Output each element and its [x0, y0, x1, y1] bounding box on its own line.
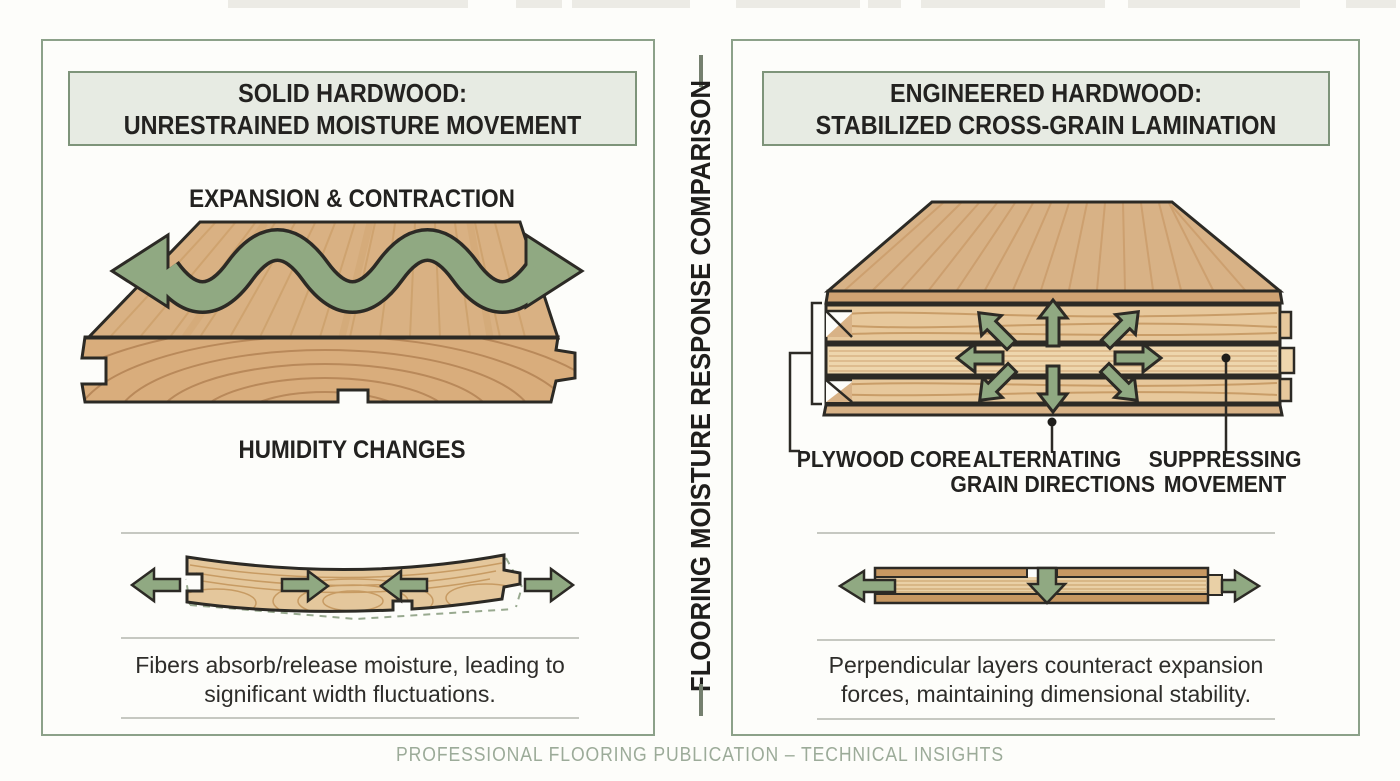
cropped-text-fragment — [516, 0, 562, 8]
humidity-changes-label: HUMIDITY CHANGES — [238, 436, 466, 464]
right-caption: Perpendicular layers counteract expansio… — [818, 651, 1274, 709]
up-arrow-icon — [1035, 297, 1071, 348]
divider-line — [817, 718, 1275, 720]
stable-down-arrow-icon — [1026, 566, 1068, 605]
comparison-title: FLOORING MOISTURE RESPONSE COMPARISON — [685, 79, 716, 693]
cropped-text-fragment — [736, 0, 860, 8]
title-top-dash — [699, 55, 703, 87]
ply3-right-tab — [1278, 377, 1293, 403]
right-header-line2: STABILIZED CROSS-GRAIN LAMINATION — [815, 109, 1277, 140]
outward-left-arrow-icon — [129, 566, 182, 604]
title-bottom-dash — [699, 684, 703, 716]
suppressing-line2: MOVEMENT — [1163, 471, 1287, 497]
engineered-plank-illustration — [788, 200, 1296, 453]
cropped-text-fragment — [1128, 0, 1300, 8]
stable-top-band-left — [874, 567, 1028, 578]
plywood-core-label: PLYWOOD CORE — [796, 446, 972, 472]
stable-left-arrow-icon — [837, 568, 897, 604]
left-caption-line1: Fibers absorb/release moisture, leading … — [135, 652, 565, 678]
stable-top-band-right — [1056, 567, 1209, 578]
footer-attribution: PROFESSIONAL FLOORING PUBLICATION – TECH… — [396, 744, 1004, 766]
outward-right-arrow-icon — [523, 566, 576, 604]
right-caption-line1: Perpendicular layers counteract expansio… — [828, 652, 1264, 678]
right-panel-header: ENGINEERED HARDWOOD: STABILIZED CROSS-GR… — [762, 71, 1330, 146]
direction-arrows-icon — [954, 297, 1164, 415]
cropped-text-fragment — [1346, 0, 1396, 8]
divider-line — [817, 639, 1275, 641]
alternating-grain-label: ALTERNATING GRAIN DIRECTIONS — [950, 446, 1155, 497]
alternating-line2: GRAIN DIRECTIONS — [950, 471, 1155, 497]
expansion-contraction-label: EXPANSION & CONTRACTION — [189, 185, 515, 213]
right-panel-frame — [731, 39, 1360, 736]
alternating-line1: ALTERNATING — [972, 446, 1122, 472]
left-panel-header: SOLID HARDWOOD: UNRESTRAINED MOISTURE MO… — [68, 71, 637, 146]
down-right-arrow-icon — [1098, 361, 1139, 402]
suppressing-leader-line — [1221, 353, 1231, 453]
inward-left-arrow-icon — [378, 568, 429, 604]
warped-plank-illustration — [129, 553, 576, 621]
divider-line — [121, 532, 579, 534]
down-left-arrow-icon — [978, 361, 1019, 402]
warp-arrows-icon — [129, 566, 576, 604]
right-caption-line2: forces, maintaining dimensional stabilit… — [841, 681, 1251, 707]
warped-plank-outline — [185, 553, 522, 613]
left-header-line2: UNRESTRAINED MOISTURE MOVEMENT — [123, 109, 582, 140]
warped-plank — [187, 555, 520, 612]
left-caption: Fibers absorb/release moisture, leading … — [122, 651, 578, 709]
up-left-arrow-icon — [977, 311, 1018, 352]
cropped-text-fragment — [921, 0, 1105, 8]
cropped-text-fragment — [868, 0, 901, 8]
engineered-top-grain — [844, 202, 1246, 291]
inward-right-arrow-icon — [280, 568, 331, 604]
plywood-core-bracket — [788, 301, 822, 453]
left-panel-frame — [41, 39, 655, 736]
right-arrow-icon — [1113, 340, 1164, 376]
stable-right-arrow-icon — [1220, 568, 1262, 604]
ply3-grain — [830, 382, 1278, 397]
ply3-left-notch — [825, 378, 853, 403]
stability-arrows-icon — [837, 566, 1262, 605]
down-arrow-icon — [1035, 364, 1071, 415]
front-face-outline — [80, 335, 577, 404]
plywood-core-text: PLYWOOD CORE — [796, 446, 972, 472]
stable-tongue — [1207, 574, 1223, 596]
divider-line — [121, 717, 579, 719]
plank-front-face — [82, 337, 575, 402]
ply1-left-notch — [825, 309, 853, 338]
divider-line — [121, 637, 579, 639]
top-face-outline — [84, 220, 561, 340]
end-grain-rings — [82, 337, 575, 402]
alternating-leader-line — [1047, 417, 1057, 453]
cropped-text-fragment — [228, 0, 468, 8]
up-right-arrow-icon — [1099, 310, 1140, 351]
right-header-line1: ENGINEERED HARDWOOD: — [889, 77, 1202, 108]
suppressing-line1: SUPPRESSING — [1148, 446, 1302, 472]
cropped-text-fragment — [572, 0, 690, 8]
stable-plank-illustration — [837, 566, 1262, 605]
left-caption-line2: significant width fluctuations. — [204, 681, 496, 707]
left-arrow-icon — [954, 340, 1005, 376]
tongue-right — [1278, 346, 1296, 375]
divider-line — [817, 532, 1275, 534]
expansion-arrow-icon — [109, 228, 585, 314]
solid-plank-illustration — [80, 220, 585, 404]
ply1-right-tab — [1278, 310, 1293, 340]
veneer-strip — [824, 289, 1284, 305]
suppressing-movement-label: SUPPRESSING MOVEMENT — [1142, 447, 1308, 497]
left-header-line1: SOLID HARDWOOD: — [238, 77, 467, 108]
